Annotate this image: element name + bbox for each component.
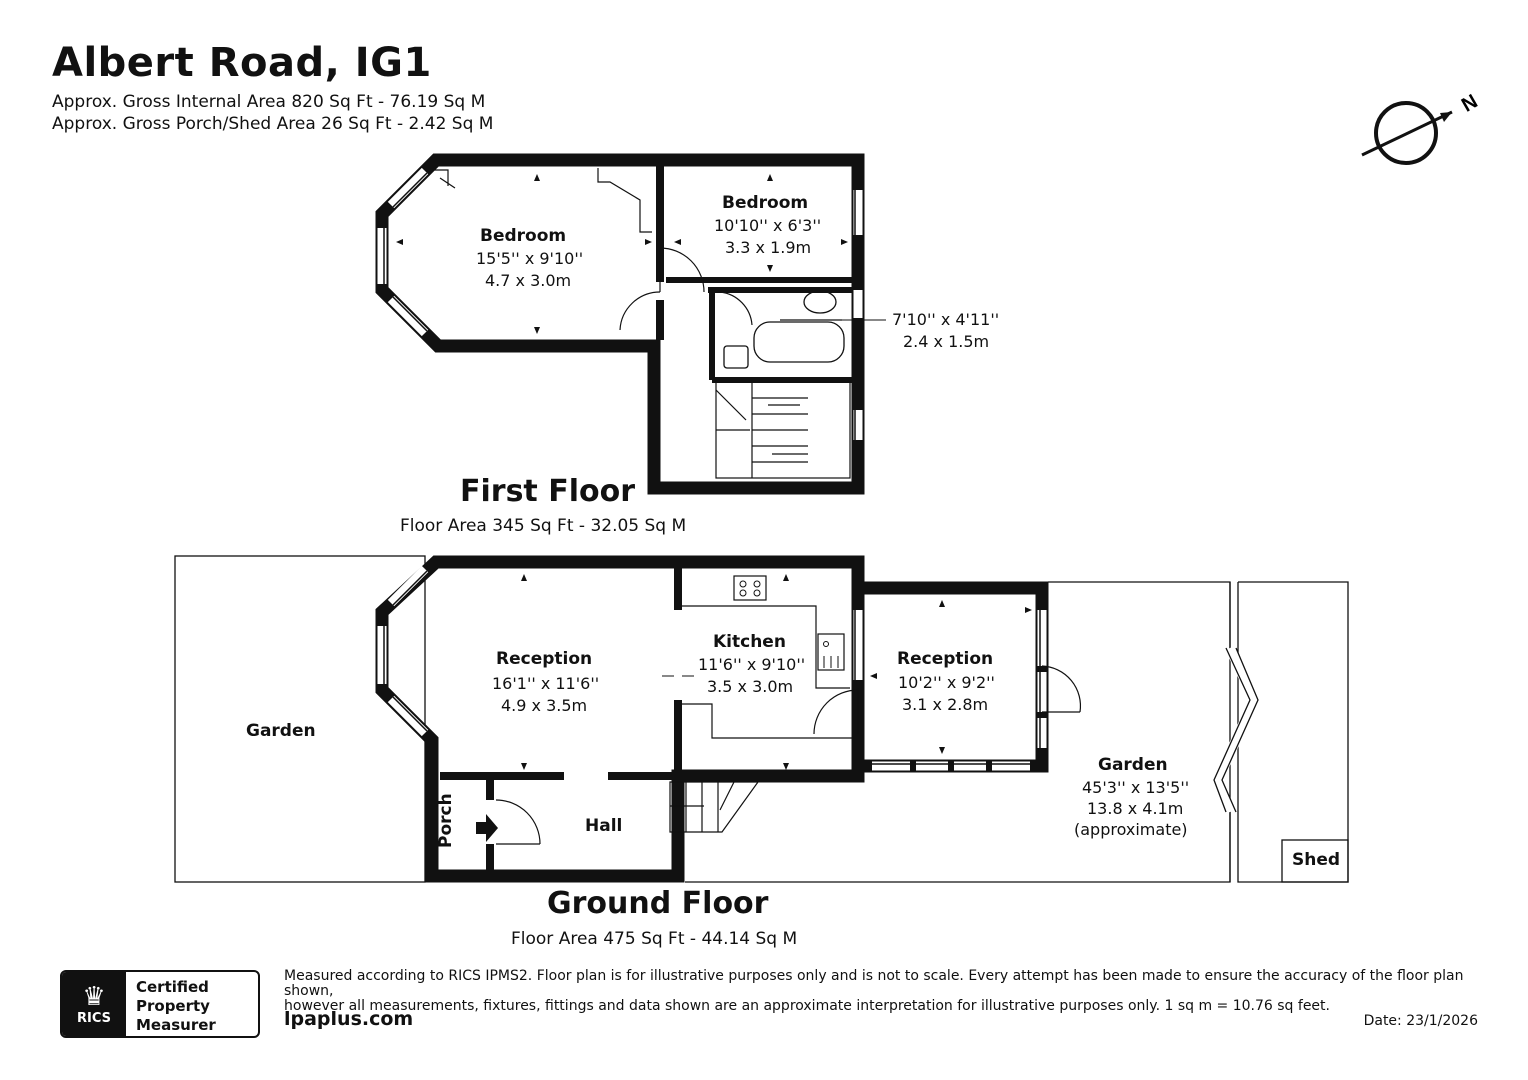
kitchen-name: Kitchen xyxy=(713,632,786,652)
bedroom-2-metric: 3.3 x 1.9m xyxy=(725,238,812,257)
kitchen-metric: 3.5 x 3.0m xyxy=(707,677,794,696)
gross-porch-shed-area: Approx. Gross Porch/Shed Area 26 Sq Ft -… xyxy=(52,114,494,134)
reception-1-imperial: 16'1'' x 11'6'' xyxy=(492,674,600,693)
bedroom-2-name: Bedroom xyxy=(722,193,809,213)
rear-garden-metric: 13.8 x 4.1m xyxy=(1087,799,1184,818)
reception-2-metric: 3.1 x 2.8m xyxy=(902,695,989,714)
bathroom-imperial: 7'10'' x 4'11'' xyxy=(892,310,1000,329)
reception-1-name: Reception xyxy=(496,649,593,669)
logo-line-1: Certified xyxy=(136,978,209,996)
porch-label: Porch xyxy=(436,793,456,848)
rear-garden-imperial: 45'3'' x 13'5'' xyxy=(1082,778,1190,797)
bathroom-metric: 2.4 x 1.5m xyxy=(903,332,990,351)
bedroom-1-imperial: 15'5'' x 9'10'' xyxy=(476,249,584,268)
north-label: N xyxy=(1458,90,1482,116)
rear-garden-note: (approximate) xyxy=(1074,820,1188,839)
hall-label: Hall xyxy=(585,816,623,836)
disclaimer-line-1: Measured according to RICS IPMS2. Floor … xyxy=(284,968,1464,999)
ground-floor-area: Floor Area 475 Sq Ft - 44.14 Sq M xyxy=(511,929,798,949)
plan-title: Albert Road, IG1 xyxy=(52,40,432,86)
first-floor-plan xyxy=(375,153,886,495)
first-floor-area: Floor Area 345 Sq Ft - 32.05 Sq M xyxy=(400,516,687,536)
bedroom-1-metric: 4.7 x 3.0m xyxy=(485,271,572,290)
shed-label: Shed xyxy=(1292,850,1341,870)
rics-certified-logo: ♛ RICS Certified Property Measurer xyxy=(60,970,260,1038)
bedroom-1-name: Bedroom xyxy=(480,226,567,246)
disclaimer: Measured according to RICS IPMS2. Floor … xyxy=(284,969,1484,1014)
first-floor-title: First Floor xyxy=(460,474,636,509)
gross-internal-area: Approx. Gross Internal Area 820 Sq Ft - … xyxy=(52,92,486,112)
reception-1-metric: 4.9 x 3.5m xyxy=(501,696,588,715)
rear-garden-name: Garden xyxy=(1098,755,1168,775)
logo-line-2: Property xyxy=(136,997,210,1015)
kitchen-imperial: 11'6'' x 9'10'' xyxy=(698,655,806,674)
plan-date: Date: 23/1/2026 xyxy=(1363,1013,1478,1029)
reception-2-imperial: 10'2'' x 9'2'' xyxy=(898,673,995,692)
north-arrow-icon: N xyxy=(1361,90,1482,165)
logo-line-3: Measurer xyxy=(136,1016,216,1034)
ground-floor-plan xyxy=(174,555,1349,883)
dimension-markers xyxy=(396,174,1032,770)
bedroom-2-imperial: 10'10'' x 6'3'' xyxy=(714,216,822,235)
logo-rics-text: RICS xyxy=(77,1010,111,1026)
reception-2-name: Reception xyxy=(897,649,994,669)
lion-icon: ♛ xyxy=(82,981,106,1012)
disclaimer-line-2: however all measurements, fixtures, fitt… xyxy=(284,998,1330,1014)
website-link[interactable]: lpaplus.com xyxy=(284,1008,414,1030)
ground-floor-title: Ground Floor xyxy=(547,886,769,921)
front-garden-label: Garden xyxy=(246,721,316,741)
